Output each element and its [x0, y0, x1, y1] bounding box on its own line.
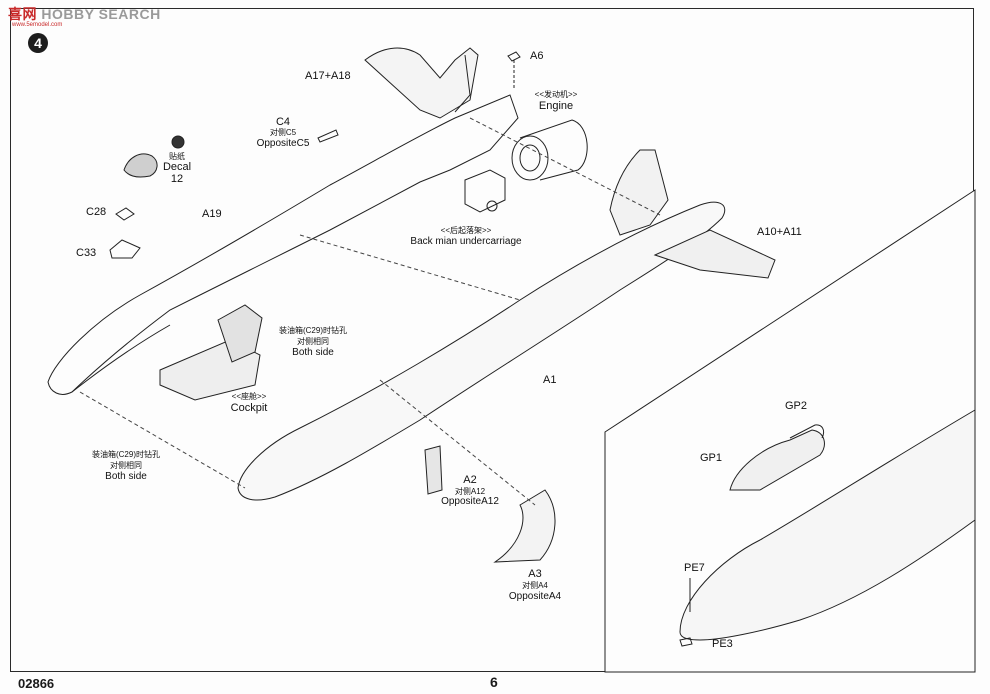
intake-a3 — [493, 489, 556, 563]
engine-inner — [519, 144, 541, 172]
label-a2: A2 — [463, 474, 477, 486]
label-engine: Engine — [538, 100, 574, 112]
watermark-logo: 喜网 HOBBY SEARCH — [8, 4, 161, 24]
canopy-gp2 — [789, 424, 825, 439]
label-pe3: PE3 — [712, 638, 733, 650]
main-tail-fin — [609, 149, 669, 236]
label-decal-cn: 贴纸 — [169, 152, 185, 161]
c28-part — [115, 207, 135, 221]
label-a19: A19 — [202, 208, 222, 220]
left-fuselage-inner-edge — [71, 324, 171, 393]
decal-12-image — [123, 153, 158, 178]
label-gear-cn: <<后起落架>> — [440, 226, 492, 235]
guide-line-4 — [379, 379, 536, 506]
pe3-part — [679, 637, 693, 647]
label-gp2: GP2 — [785, 400, 808, 412]
main-fuselage-a1 — [237, 201, 726, 501]
label-cockpit-cn: <<座舱>> — [231, 392, 267, 401]
label-drill2-cn-1: 装油箱(C29)时钻孔 — [91, 450, 161, 459]
cockpit-seat — [217, 304, 263, 363]
label-gear: Back mian undercarriage — [410, 236, 522, 247]
decal-symbol-icon — [171, 135, 185, 149]
horizontal-stabilizer — [653, 229, 776, 279]
label-a2-cn: 对侧A12 — [454, 487, 486, 496]
guide-line-3 — [469, 117, 661, 216]
label-drill-cn-1: 装油箱(C29)时钻孔 — [278, 326, 348, 335]
label-a6: A6 — [530, 50, 544, 62]
guide-line-2 — [299, 234, 521, 301]
a2-panel — [424, 445, 443, 495]
product-code: 02866 — [18, 676, 55, 691]
watermark-site: www.5emodel.com — [12, 22, 63, 28]
label-drill-both-2: Both side — [105, 471, 147, 482]
label-decal: Decal — [162, 161, 192, 173]
step-number-badge: 4 — [28, 33, 48, 53]
label-drill-cn-2: 对侧相同 — [297, 337, 329, 346]
label-c4-opposite: OppositeC5 — [256, 138, 310, 149]
label-engine-cn: <<发动机>> — [534, 90, 578, 99]
label-a2-opposite: OppositeA12 — [441, 496, 499, 507]
label-a3-cn: 对侧A4 — [522, 581, 548, 590]
label-c28: C28 — [86, 206, 107, 218]
engine-front — [511, 135, 549, 181]
left-fin-edge — [454, 54, 471, 113]
label-drill2-cn-2: 对侧相同 — [110, 461, 142, 470]
label-cockpit: Cockpit — [230, 402, 268, 414]
label-gp1: GP1 — [700, 452, 723, 464]
label-drill-both-1: Both side — [292, 347, 334, 358]
label-pe7: PE7 — [684, 562, 705, 574]
watermark-brand-cn2: 网 — [22, 7, 37, 23]
a6-part — [507, 51, 521, 62]
label-c4-cn: 对侧C5 — [269, 128, 297, 137]
c4-part — [317, 129, 339, 143]
guide-line-1 — [79, 391, 246, 489]
page-number: 6 — [490, 674, 498, 690]
c33-part — [109, 239, 141, 259]
canopy-gp1 — [729, 429, 825, 491]
label-a10-a11: A10+A11 — [757, 226, 802, 238]
label-decal-num: 12 — [170, 173, 184, 185]
watermark-brand-en: HOBBY SEARCH — [41, 6, 161, 22]
watermark-brand-cn: 喜 — [8, 7, 23, 23]
label-a3-opposite: OppositeA4 — [508, 591, 562, 602]
left-tail-fin — [364, 47, 479, 119]
engine-body — [519, 119, 588, 181]
label-a3: A3 — [528, 568, 542, 580]
label-c4: C4 — [275, 116, 291, 128]
undercarriage-wheel — [486, 200, 498, 212]
label-a1: A1 — [543, 374, 557, 386]
label-c33: C33 — [76, 247, 97, 259]
label-a17-a18: A17+A18 — [305, 70, 351, 82]
inset-fuselage — [679, 409, 976, 641]
undercarriage-block — [464, 169, 506, 213]
left-fuselage-half — [47, 94, 519, 395]
